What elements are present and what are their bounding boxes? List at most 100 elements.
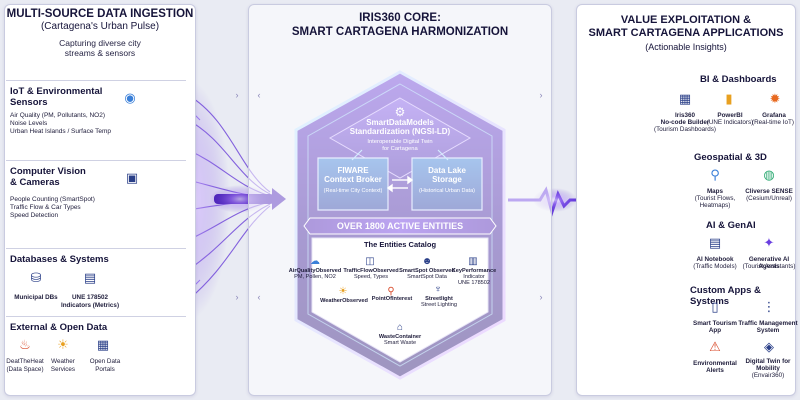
iot-item: Noise Levels	[10, 120, 48, 127]
ingestion-title: MULTI-SOURCE DATA INGESTION	[6, 8, 194, 20]
entity-sub: Speed, Types	[353, 274, 389, 280]
bi-label: No-code Builder	[660, 119, 710, 126]
ingestion-tagline-1: Capturing diverse city	[59, 38, 141, 48]
iot-item: Air Quality (PM, Pollutants, NO2)	[10, 112, 105, 119]
twin-line-1: Interoperable Digital Twin	[367, 139, 433, 145]
pin-icon: ⚲	[387, 285, 395, 297]
lake-title-1: Data Lake	[428, 166, 466, 175]
app-label: Mobility	[756, 365, 780, 372]
apps-title-1: VALUE EXPLOITATION &	[620, 14, 752, 26]
core-title-1: IRIS360 CORE:	[359, 12, 441, 24]
iot-title-1: IoT & Environmental	[10, 86, 103, 97]
ai-title: AI & GenAI	[706, 220, 756, 231]
broker-subtitle: (Real-time City Context)	[323, 188, 383, 194]
bi-label: Grafana	[762, 112, 786, 119]
iot-item: Urban Heat Islands / Surface Temp	[10, 128, 112, 135]
apps-section-title: Custom Apps & Systems	[690, 285, 761, 307]
entity-label: KeyPerformance	[451, 268, 497, 274]
app-label: App	[708, 327, 722, 334]
heat-icon: ♨	[19, 337, 31, 352]
weather-icon: ☀	[57, 337, 69, 352]
chevron-right-icon: ›	[235, 90, 239, 100]
core-panel	[248, 4, 552, 396]
entity-sub: Street Lighting	[420, 302, 458, 308]
streetlight-icon: ♆	[434, 283, 442, 295]
geo-label: (Tourist Flows,	[694, 195, 736, 202]
geo-label: Heatmaps)	[699, 202, 731, 209]
ext-item-label: DeatTheHeat	[6, 358, 44, 365]
ai-label: (Tourist Assistants)	[742, 263, 796, 270]
cv-item: Traffic Flow & Car Types	[10, 204, 81, 211]
car-icon: ◫	[365, 255, 375, 267]
ingestion-subtitle: (Cartagena's Urban Pulse)	[40, 21, 160, 32]
bi-label: (Tourism Dashboards)	[654, 126, 716, 133]
entity-label: PointOfInterest	[371, 296, 413, 302]
weather-icon: ☀	[338, 285, 348, 297]
bi-label: (UNE Indicators)	[706, 119, 754, 126]
ext-title: External & Open Data	[10, 322, 108, 333]
db-title: Databases & Systems	[10, 254, 109, 265]
app-label: System	[756, 327, 780, 334]
entity-sub: SmartSpot Data	[407, 274, 447, 280]
bi-label: Iris360	[675, 112, 695, 119]
sensor-icon: ◉	[124, 90, 136, 105]
notebook-icon: ▤	[708, 235, 722, 250]
app-label: Environmental	[693, 360, 737, 367]
entities-banner: OVER 1800 ACTIVE ENTITIES	[336, 221, 464, 231]
ai-label: Generative AI Agents	[748, 256, 790, 271]
powerbi-icon: ▮	[725, 91, 733, 106]
ext-item-label: Portals	[95, 366, 115, 373]
municipal-dbs-label: Municipal DBs	[14, 294, 58, 301]
core-title-2: SMART CARTAGENA HARMONIZATION	[291, 26, 509, 38]
ext-item-label: (Data Space)	[6, 366, 44, 373]
divider	[6, 248, 186, 249]
app-label: Smart Tourism	[693, 320, 737, 327]
people-icon: ☻	[421, 255, 433, 267]
geo-label: Cliverse SENSE	[745, 188, 793, 195]
entity-sub: Smart Waste	[383, 340, 417, 346]
map-icon: ⚲	[710, 167, 720, 182]
apps-subtitle: (Actionable Insights)	[645, 42, 727, 52]
app-label: Digital Twin for	[745, 358, 791, 365]
chevron-left-icon: ‹	[257, 292, 261, 302]
camera-icon: ▣	[125, 170, 139, 185]
entity-sub: Indicator	[463, 274, 485, 280]
entity-label: TrafficFlowObserved	[343, 268, 399, 274]
entity-label: Streetlight	[425, 296, 453, 302]
divider	[6, 80, 186, 81]
lake-subtitle: (Historical Urban Data)	[419, 188, 475, 194]
globe-icon: ◍	[763, 167, 775, 182]
entity-label: SmartSpot Observed	[399, 268, 455, 274]
app-label: Alerts	[706, 367, 724, 374]
waste-bin-icon: ⌂	[396, 321, 404, 333]
chevron-right-icon: ›	[539, 90, 543, 100]
broker-title-2: Context Broker	[324, 175, 382, 184]
cv-title-1: Computer Vision	[10, 166, 86, 177]
entity-sub: PM, Pollen, NO2	[294, 274, 336, 280]
cv-title-2: & Cameras	[10, 177, 60, 188]
phone-icon: ▯	[711, 299, 719, 314]
grafana-icon: ✹	[769, 91, 781, 106]
iot-title-2: Sensors	[10, 97, 48, 108]
app-label: Traffic Management	[738, 320, 798, 327]
une-label-2: Indicators (Metrics)	[60, 302, 120, 309]
dashboard-icon: ▦	[678, 91, 692, 106]
entity-label: WasteContainer	[378, 334, 422, 340]
geo-label: (Cesium/Unreal)	[746, 195, 792, 202]
app-label: (Envair360)	[751, 372, 785, 379]
sdm-title-2: Standardization (NGSI-LD)	[349, 127, 451, 136]
catalog-title: The Entities Catalog	[363, 240, 437, 249]
portal-icon: ▦	[96, 337, 110, 352]
entity-sub: UNE 178502	[457, 280, 491, 286]
entity-label: WeatherObserved	[320, 298, 368, 304]
bi-label: PowerBI	[717, 112, 743, 119]
twin-line-2: for Cartagena	[382, 146, 418, 152]
divider	[6, 160, 186, 161]
alert-icon: ⚠	[709, 339, 721, 354]
database-icon: ⛁	[30, 270, 42, 285]
ext-item-label: Weather	[51, 358, 75, 365]
ingestion-tagline-2: streams & sensors	[64, 48, 136, 58]
cloud-icon: ☁	[310, 255, 320, 267]
digital-twin-icon: ◈	[764, 339, 774, 354]
